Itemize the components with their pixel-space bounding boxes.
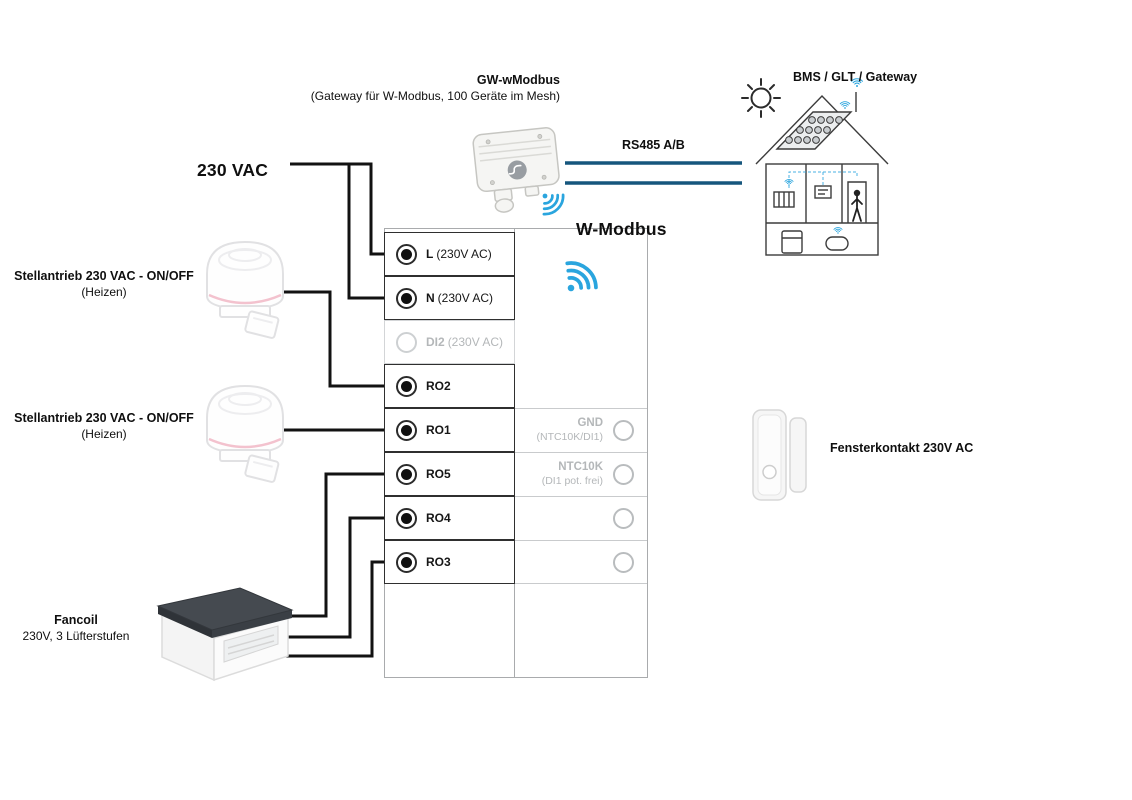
person-icon bbox=[853, 189, 861, 197]
actuator-device-2 bbox=[205, 384, 285, 484]
terminal-label-RO2: RO2 bbox=[426, 379, 451, 393]
terminal-row-RO5: RO5 bbox=[384, 452, 515, 496]
fancoil-label: Fancoil 230V, 3 Lüfterstufen bbox=[22, 613, 130, 643]
terminal-label-N: N(230V AC) bbox=[426, 291, 494, 305]
actuator-2-label: Stellantrieb 230 VAC - ON/OFF (Heizen) bbox=[14, 411, 194, 441]
fancoil-device bbox=[156, 587, 294, 682]
terminal-row-RO2: RO2 bbox=[384, 364, 515, 408]
window-contact-device bbox=[752, 409, 807, 501]
terminal-label-NTC10K: NTC10K (DI1 pot. frei) bbox=[541, 461, 603, 488]
terminal-row-GND: GND (NTC10K/DI1) bbox=[515, 408, 647, 452]
terminal-label-RO5: RO5 bbox=[426, 467, 451, 481]
building-icon bbox=[755, 78, 889, 256]
panel-wifi-icon bbox=[839, 101, 851, 110]
terminal-row-NTC10K: NTC10K (DI1 pot. frei) bbox=[515, 452, 647, 496]
gateway-subtitle: (Gateway für W-Modbus, 100 Geräte im Mes… bbox=[310, 89, 560, 103]
terminal-spare-2 bbox=[613, 551, 634, 573]
gateway-title: GW-wModbus bbox=[476, 73, 560, 87]
terminal-label-RO4: RO4 bbox=[426, 511, 451, 525]
terminal-RO2 bbox=[396, 375, 417, 397]
cloud-icon bbox=[825, 236, 849, 251]
supply-wires bbox=[290, 162, 390, 300]
terminal-label-GND: GND (NTC10K/DI1) bbox=[536, 417, 603, 444]
terminal-label-RO3: RO3 bbox=[426, 555, 451, 569]
actuator-1-label: Stellantrieb 230 VAC - ON/OFF (Heizen) bbox=[14, 269, 194, 299]
terminal-row-spare-2 bbox=[515, 540, 647, 584]
gateway-device bbox=[472, 127, 560, 213]
sun-icon bbox=[741, 78, 781, 118]
terminal-label-DI2: DI2(230V AC) bbox=[426, 335, 504, 349]
terminal-spare-1 bbox=[613, 508, 634, 529]
gateway-logo-icon bbox=[507, 160, 527, 180]
terminal-row-spare-1 bbox=[515, 496, 647, 540]
rs485-label: RS485 A/B bbox=[622, 138, 685, 152]
terminal-row-RO1: RO1 bbox=[384, 408, 515, 452]
terminal-row-RO4: RO4 bbox=[384, 496, 515, 540]
actuator-device-1 bbox=[205, 240, 285, 340]
terminal-row-DI2: DI2(230V AC) bbox=[384, 320, 515, 364]
terminal-RO3 bbox=[396, 551, 417, 573]
fancoil-wires bbox=[262, 472, 390, 658]
wmodbus-label: W-Modbus bbox=[576, 219, 667, 239]
door-icon bbox=[847, 181, 867, 223]
thermostat-icon bbox=[814, 185, 832, 199]
cloud-wifi-icon bbox=[833, 227, 843, 235]
terminal-RO1 bbox=[396, 419, 417, 441]
terminal-DI2 bbox=[396, 331, 417, 353]
terminal-N bbox=[396, 287, 417, 309]
terminal-NTC10K bbox=[613, 464, 634, 485]
terminal-label-L: L(230V AC) bbox=[426, 247, 492, 261]
terminal-label-RO1: RO1 bbox=[426, 423, 451, 437]
terminal-RO4 bbox=[396, 507, 417, 529]
terminal-row-N: N(230V AC) bbox=[384, 276, 515, 320]
terminal-row-RO3: RO3 bbox=[384, 540, 515, 584]
terminal-GND bbox=[613, 420, 634, 441]
gateway-label: GW-wModbus (Gateway für W-Modbus, 100 Ge… bbox=[240, 73, 560, 103]
supply-voltage-label: 230 VAC bbox=[197, 160, 269, 180]
terminal-RO5 bbox=[396, 463, 417, 485]
boiler-icon bbox=[781, 230, 803, 254]
terminal-row-L: L(230V AC) bbox=[384, 232, 515, 276]
bms-label: BMS / GLT / Gateway bbox=[793, 70, 918, 84]
terminal-L bbox=[396, 243, 417, 265]
window-contact-label: Fensterkontakt 230V AC bbox=[830, 441, 974, 455]
rs485-lines bbox=[565, 161, 742, 185]
